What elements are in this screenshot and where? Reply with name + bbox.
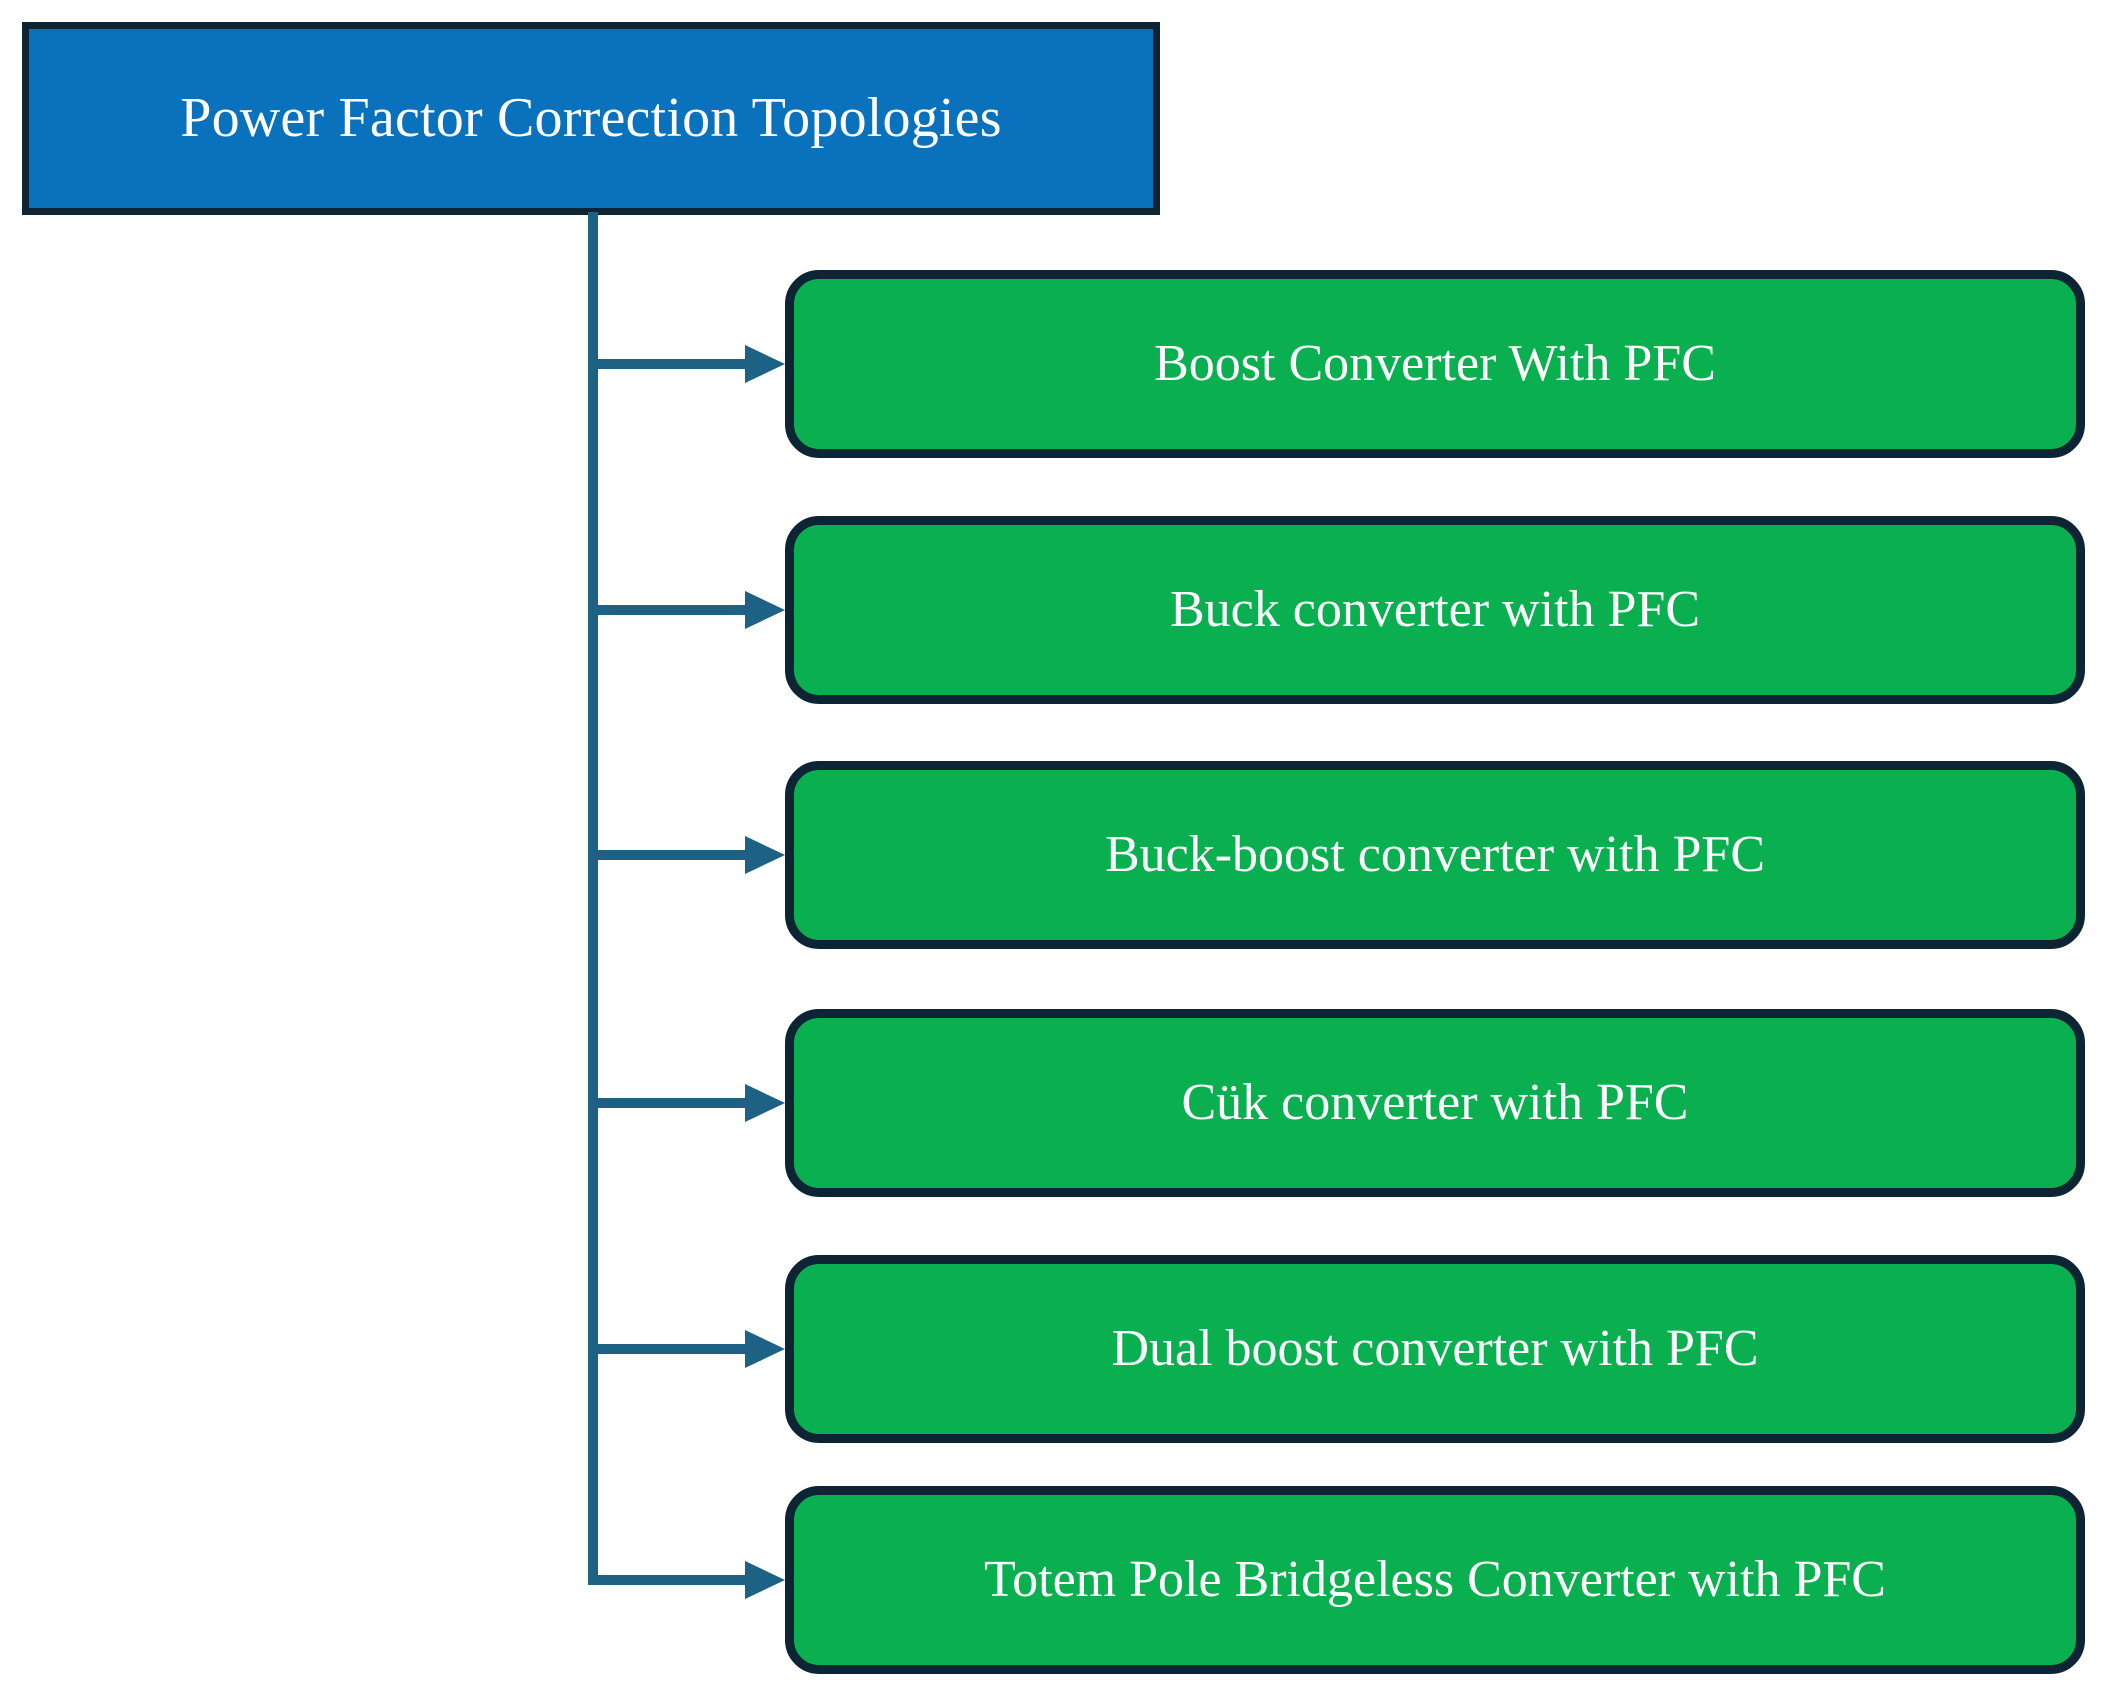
leaf-node-label-1: Boost Converter With PFC — [1154, 335, 1716, 393]
connector-arrow-6-head — [745, 1561, 785, 1599]
leaf-node-cuk-converter-with-pfc[interactable]: Cük converter with PFC — [785, 1009, 2085, 1197]
root-node-label: Power Factor Correction Topologies — [180, 86, 1002, 149]
connector-arrow-5 — [588, 1330, 785, 1368]
leaf-node-buck-boost-converter-with-pfc[interactable]: Buck-boost converter with PFC — [785, 761, 2085, 949]
leaf-node-buck-converter-with-pfc[interactable]: Buck converter with PFC — [785, 516, 2085, 704]
connector-arrow-1 — [588, 345, 785, 383]
leaf-node-label-2: Buck converter with PFC — [1169, 581, 1701, 639]
leaf-node-label-5: Dual boost converter with PFC — [1111, 1320, 1759, 1378]
leaf-node-boost-converter-with-pfc[interactable]: Boost Converter With PFC — [785, 270, 2085, 458]
connector-arrow-2-head — [745, 591, 785, 629]
connector-arrow-2 — [588, 591, 785, 629]
connector-trunk-vertical — [588, 212, 598, 1580]
connector-arrow-1-stem — [588, 359, 748, 369]
connector-arrow-2-stem — [588, 605, 748, 615]
connector-arrow-3-head — [745, 836, 785, 874]
connector-arrow-6 — [588, 1561, 785, 1599]
leaf-node-totem-pole-bridgeless-converter-with-pfc[interactable]: Totem Pole Bridgeless Converter with PFC — [785, 1486, 2085, 1674]
leaf-node-label-3: Buck-boost converter with PFC — [1104, 826, 1766, 884]
connector-arrow-5-stem — [588, 1344, 748, 1354]
connector-arrow-3 — [588, 836, 785, 874]
connector-arrow-6-stem — [588, 1575, 748, 1585]
connector-arrow-3-stem — [588, 850, 748, 860]
leaf-node-label-4: Cük converter with PFC — [1181, 1074, 1689, 1132]
connector-arrow-1-head — [745, 345, 785, 383]
connector-arrow-4-head — [745, 1084, 785, 1122]
leaf-node-label-6: Totem Pole Bridgeless Converter with PFC — [984, 1551, 1886, 1609]
root-node-power-factor-correction-topologies[interactable]: Power Factor Correction Topologies — [22, 22, 1160, 215]
leaf-node-dual-boost-converter-with-pfc[interactable]: Dual boost converter with PFC — [785, 1255, 2085, 1443]
connector-arrow-4-stem — [588, 1098, 748, 1108]
connector-arrow-4 — [588, 1084, 785, 1122]
connector-arrow-5-head — [745, 1330, 785, 1368]
